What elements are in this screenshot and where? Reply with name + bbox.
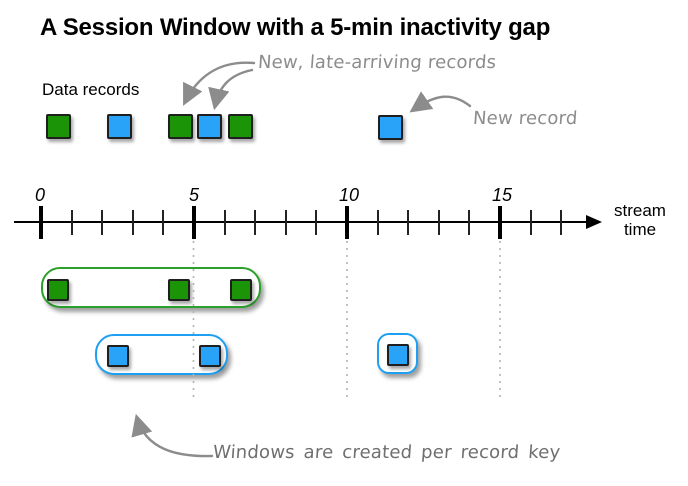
new-record-arrow-icon: [409, 91, 472, 113]
minor-ticks: [71, 210, 562, 235]
axis-arrowhead-icon: [586, 215, 602, 229]
annotation-arrows: [131, 61, 472, 458]
record-square-green: [168, 114, 193, 139]
record-square-green: [168, 279, 190, 301]
tick-label-5: 5: [189, 185, 200, 205]
record-square-blue: [378, 115, 403, 140]
major-ticks: [39, 206, 502, 239]
dotted-gridlines: [192, 241, 501, 398]
tick-label-0: 0: [35, 185, 45, 205]
record-square-blue: [199, 345, 221, 367]
record-square-blue: [197, 114, 222, 139]
session-window-blue-single: [377, 333, 418, 374]
record-square-blue: [387, 344, 409, 366]
record-square-green: [46, 114, 71, 139]
stream-time-axis: 0 5 10 15: [14, 185, 602, 239]
stream-time-label: stream time: [614, 201, 666, 239]
record-square-blue: [107, 345, 129, 367]
record-square-blue: [107, 114, 132, 139]
tick-label-10: 10: [339, 185, 359, 205]
record-square-green: [47, 279, 69, 301]
late-record-arrow-icon: [208, 68, 254, 111]
tick-label-15: 15: [492, 185, 513, 205]
session-window-green: [41, 267, 261, 308]
record-square-green: [230, 279, 252, 301]
record-square-green: [228, 114, 253, 139]
diagram-title: A Session Window with a 5-min inactivity…: [40, 14, 551, 41]
windows-per-key-arrow-icon: [131, 413, 214, 458]
late-record-arrow-icon: [183, 61, 256, 106]
data-records-label: Data records: [42, 80, 140, 99]
